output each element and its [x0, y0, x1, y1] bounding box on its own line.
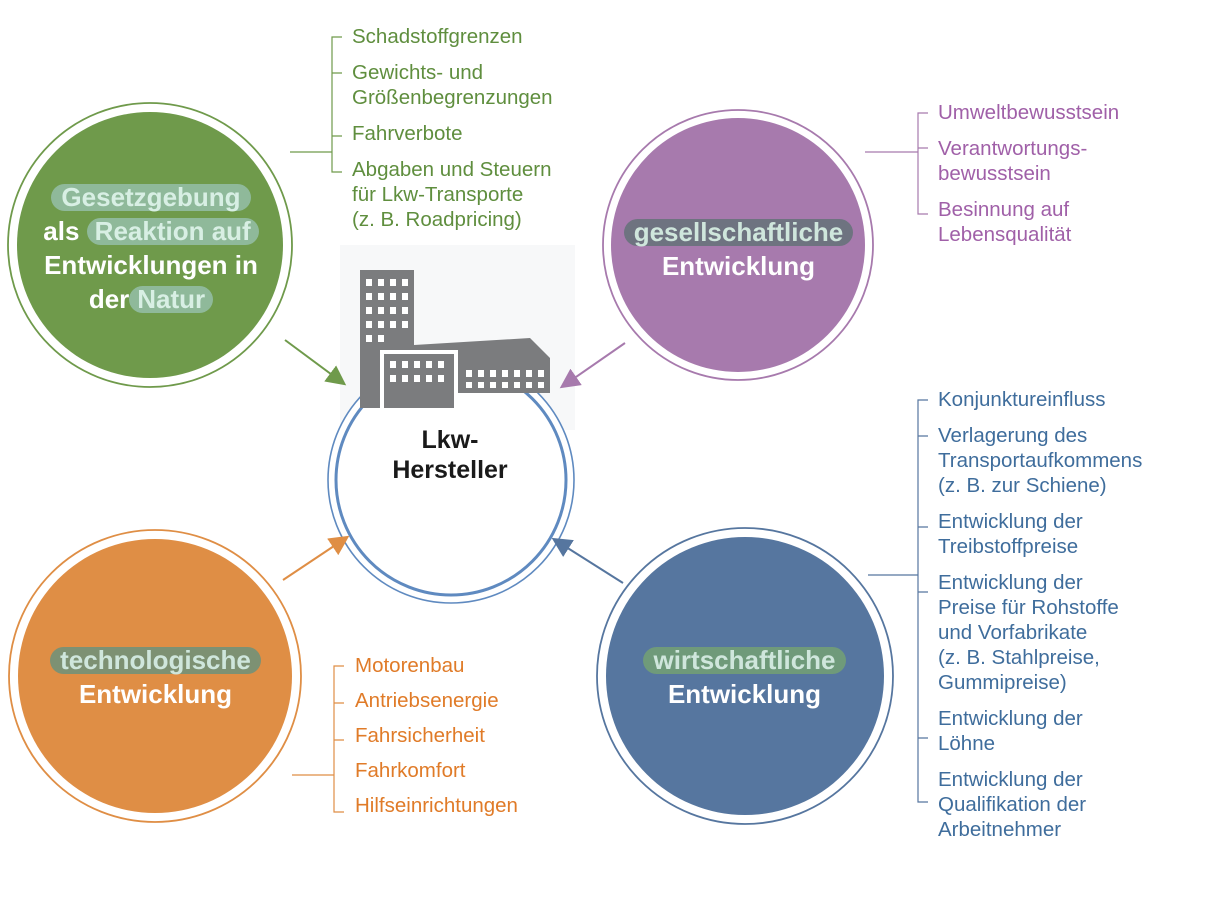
- node-technology-circle: [8, 529, 302, 823]
- node-social-title: gesellschaftliche Entwicklung: [611, 215, 866, 283]
- node-economy-title: wirtschaftliche Entwicklung: [617, 643, 872, 711]
- title-keyword-highlight: Natur: [129, 285, 214, 314]
- arrow-technology-to-center: [282, 535, 350, 581]
- list-item: Fahrkomfort: [355, 759, 466, 782]
- list-item: Fahrsicherheit: [355, 724, 485, 747]
- title-text: der: [88, 284, 130, 314]
- list-item: Konjunktureinfluss: [938, 388, 1106, 411]
- title-keyword-highlight: technologische: [50, 646, 261, 675]
- center-label: Lkw- Hersteller: [365, 425, 535, 485]
- list-item: Hilfseinrichtungen: [355, 794, 518, 817]
- list-item: Verantwortungs-bewusstsein: [938, 137, 1088, 185]
- title-text: als: [43, 216, 80, 246]
- arrow-social-to-center: [559, 342, 626, 389]
- list-item: Schadstoffgrenzen: [352, 25, 523, 48]
- list-item: Fahrverbote: [352, 122, 463, 145]
- arrow-economy-to-center: [551, 537, 624, 584]
- title-keyword-highlight: Gesetzgebung: [51, 183, 251, 212]
- node-legislation-title: Gesetzgebung als Reaktion auf Entwicklun…: [20, 180, 282, 316]
- list-item: Motorenbau: [355, 654, 465, 677]
- node-technology-title: technologische Entwicklung: [28, 643, 283, 711]
- title-keyword-highlight: Reaktion auf: [86, 217, 259, 246]
- title-keyword-highlight: gesellschaftliche: [623, 218, 854, 247]
- node-economy-circle: [596, 527, 894, 825]
- bracket-legislation-list: [331, 36, 342, 173]
- social-list: Umweltbewusstsein Verantwortungs-bewusst…: [938, 100, 1198, 258]
- center-circle: [327, 356, 575, 604]
- technology-list: Motorenbau Antriebsenergie Fahrsicherhei…: [355, 653, 595, 828]
- center-label-line2: Hersteller: [392, 456, 508, 484]
- title-text: Entwicklung: [667, 679, 822, 709]
- bracket-economy-list: [917, 399, 928, 803]
- factory-building-icon: [360, 270, 550, 408]
- list-item: Antriebsenergie: [355, 689, 499, 712]
- title-text: Entwicklungen in: [44, 250, 258, 280]
- list-item: Umweltbewusstsein: [938, 101, 1120, 124]
- center-label-line1: Lkw-: [421, 426, 479, 454]
- title-keyword-highlight: wirtschaftliche: [643, 646, 846, 675]
- bracket-social-list: [917, 112, 928, 215]
- title-text: Entwicklung: [78, 679, 233, 709]
- bracket-technology-list: [333, 665, 344, 813]
- arrow-legislation-to-center: [284, 339, 347, 386]
- title-text: Entwicklung: [661, 251, 816, 281]
